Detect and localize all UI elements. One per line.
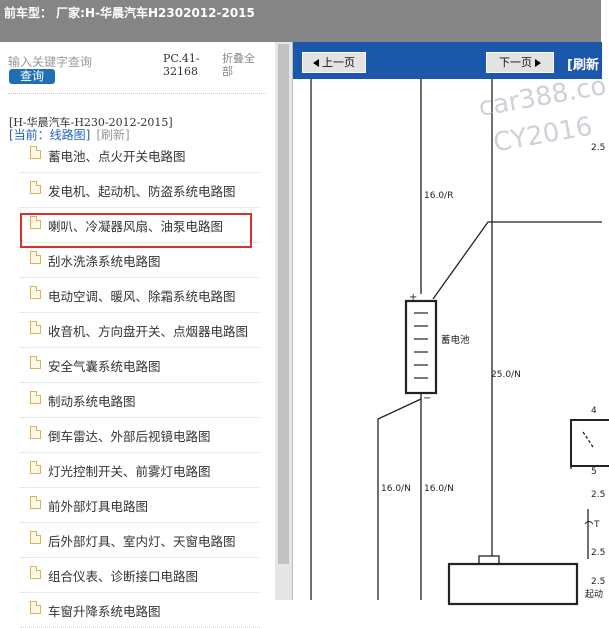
selection-highlight <box>20 213 252 248</box>
collapse-all-link[interactable]: 折叠全部 <box>222 52 255 78</box>
tree-item-label: 后外部灯具、室内灯、天窗电路图 <box>48 534 236 549</box>
tree-item-label: 车窗升降系统电路图 <box>48 604 161 619</box>
document-icon <box>30 426 41 439</box>
wire-label: 2.5 <box>591 143 605 153</box>
window-title: 前车型： 厂家:H-华晨汽车H2302012-2015 <box>4 6 255 20</box>
document-icon <box>30 531 41 544</box>
wire-label: 16.0/N <box>381 484 411 494</box>
wire-label: 2.5 <box>591 548 605 558</box>
tree-item[interactable]: 组合仪表、诊断接口电路图 <box>20 558 260 593</box>
wire-label: 2.5 <box>591 577 605 587</box>
document-icon <box>30 216 41 229</box>
tree-item[interactable]: 前外部灯具电路图 <box>20 488 260 523</box>
document-icon <box>30 321 41 334</box>
tree-item[interactable]: 收音机、方向盘开关、点烟器电路图 <box>20 313 260 348</box>
prev-page-button[interactable]: 上一页 <box>302 52 366 73</box>
document-icon <box>30 601 41 614</box>
battery-minus-label: − <box>423 393 431 404</box>
tree-item-label: 蓄电池、点火开关电路图 <box>48 149 186 164</box>
next-page-label: 下一页 <box>499 56 532 69</box>
battery-label: 蓄电池 <box>441 334 470 346</box>
diagram-viewer: 上一页 下一页 [刷新 <box>292 42 609 606</box>
model-title: [H-华晨汽车-H230-2012-2015] <box>9 116 173 129</box>
current-category-link[interactable]: [当前：线路图] <box>9 128 91 142</box>
refresh-link[interactable]: [刷新] <box>96 128 130 142</box>
tree-item[interactable]: 制动系统电路图 <box>20 383 260 418</box>
wire-label: 2.5 <box>591 490 605 500</box>
battery-plus-label: + <box>409 292 417 303</box>
viewer-toolbar: 上一页 下一页 [刷新 <box>293 42 602 79</box>
prev-page-label: 上一页 <box>322 56 355 69</box>
misc-label: T <box>593 520 600 530</box>
wire-label: 25.0/N <box>491 370 521 380</box>
tree-item[interactable]: 车窗升降系统电路图 <box>20 593 260 628</box>
tree-item-label: 灯光控制开关、前雾灯电路图 <box>48 464 211 479</box>
document-icon <box>30 286 41 299</box>
tree-item[interactable]: 灯光控制开关、前雾灯电路图 <box>20 453 260 488</box>
document-icon <box>30 146 41 159</box>
refresh-link-right[interactable]: [刷新 <box>567 58 599 73</box>
pin-label: 4 <box>591 406 597 416</box>
tree-item-label: 收音机、方向盘开关、点烟器电路图 <box>48 324 249 339</box>
pc-code-label: PC.41-32168 <box>163 52 200 78</box>
tree-item[interactable]: 倒车雷达、外部后视镜电路图 <box>20 418 260 453</box>
document-icon <box>30 566 41 579</box>
search-input[interactable] <box>8 53 156 71</box>
next-page-button[interactable]: 下一页 <box>486 52 554 73</box>
document-icon <box>30 181 41 194</box>
scrollbar[interactable] <box>275 42 292 600</box>
document-icon <box>30 391 41 404</box>
arrow-left-icon <box>313 59 319 67</box>
wire-label: 16.0/N <box>424 484 454 494</box>
tree-item-label: 制动系统电路图 <box>48 394 136 409</box>
divider <box>8 93 266 94</box>
arrow-right-icon <box>535 59 541 67</box>
tree-item-label: 前外部灯具电路图 <box>48 499 149 514</box>
tree-item[interactable]: 喇叭、冷凝器风扇、油泵电路图 <box>20 208 260 243</box>
breadcrumb: [当前：线路图] [刷新] <box>9 126 130 143</box>
pin-label: 5 <box>591 467 597 477</box>
title-bar: 前车型： 厂家:H-华晨汽车H2302012-2015 <box>0 0 601 42</box>
wiring-diagram: 16.0/R 25.0/N 16.0/N 16.0/N 2.5 2.5 2.5 … <box>310 79 609 606</box>
tree-item-label: 电动空调、暖风、除霜系统电路图 <box>48 289 236 304</box>
tree-item-label: 倒车雷达、外部后视镜电路图 <box>48 429 211 444</box>
scrollbar-thumb[interactable] <box>278 44 289 564</box>
diagram-tree: 蓄电池、点火开关电路图发电机、起动机、防盗系统电路图喇叭、冷凝器风扇、油泵电路图… <box>20 138 260 628</box>
tree-item-label: 刮水洗涤系统电路图 <box>48 254 161 269</box>
starter-label: 起动 <box>585 589 603 600</box>
tree-item-label: 喇叭、冷凝器风扇、油泵电路图 <box>48 219 224 234</box>
tree-item[interactable]: 蓄电池、点火开关电路图 <box>20 138 260 173</box>
tree-item[interactable]: 刮水洗涤系统电路图 <box>20 243 260 278</box>
tree-item[interactable]: 发电机、起动机、防盗系统电路图 <box>20 173 260 208</box>
tree-item[interactable]: 安全气囊系统电路图 <box>20 348 260 383</box>
document-icon <box>30 251 41 264</box>
document-icon <box>30 461 41 474</box>
sidebar: 查询 PC.41-32168 折叠全部 [H-华晨汽车-H230-2012-20… <box>0 42 275 628</box>
document-icon <box>30 356 41 369</box>
tree-item[interactable]: 电动空调、暖风、除霜系统电路图 <box>20 278 260 313</box>
search-button[interactable]: 查询 <box>9 69 55 84</box>
document-icon <box>30 496 41 509</box>
tree-item-label: 安全气囊系统电路图 <box>48 359 161 374</box>
tree-item-label: 发电机、起动机、防盗系统电路图 <box>48 184 236 199</box>
tree-item-label: 组合仪表、诊断接口电路图 <box>48 569 199 584</box>
wire-label: 16.0/R <box>424 191 453 201</box>
tree-item[interactable]: 后外部灯具、室内灯、天窗电路图 <box>20 523 260 558</box>
